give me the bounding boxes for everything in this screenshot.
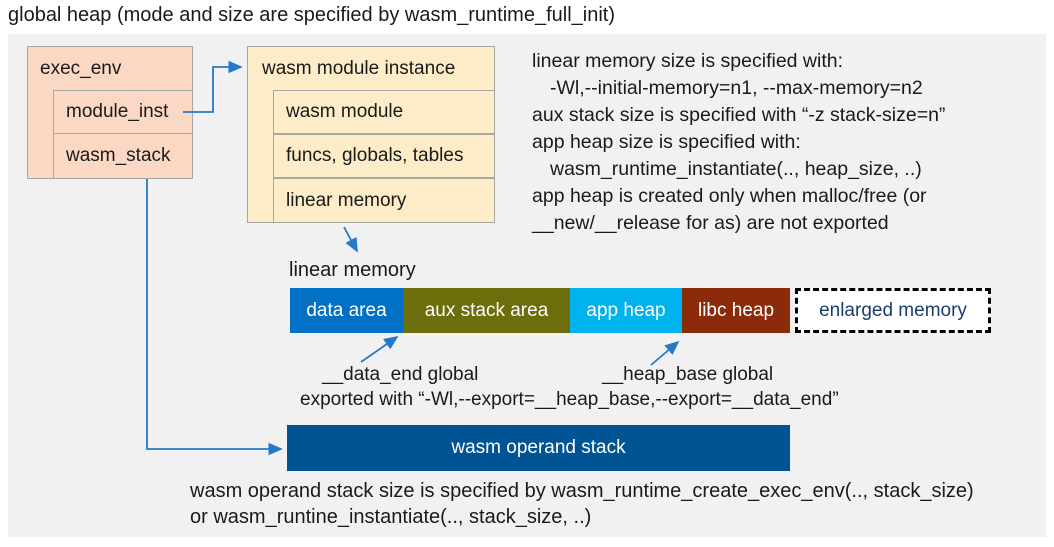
exec-env-title: exec_env <box>40 58 122 79</box>
segment-app-heap: app heap <box>570 288 682 333</box>
note-line: __new/__release for as) are not exported <box>532 212 889 234</box>
note-line: wasm_runtime_instantiate(.., heap_size, … <box>550 158 922 180</box>
note-line: linear memory size is specified with: <box>532 50 844 72</box>
notes-right: linear memory size is specified with: -W… <box>532 48 945 237</box>
segment-aux-stack-area: aux stack area <box>403 288 570 333</box>
segment-libc-heap: libc heap <box>682 288 790 333</box>
module-instance-title: wasm module instance <box>262 58 456 79</box>
exec-env-row-wasm-stack: wasm_stack <box>53 133 193 179</box>
exec-env-row-module-inst: module_inst <box>53 90 193 134</box>
module-instance-row-wasm-module: wasm module <box>273 90 495 134</box>
segment-enlarged-memory: enlarged memory <box>795 288 991 333</box>
note-line: wasm operand stack size is specified by … <box>190 480 974 502</box>
note-line: -Wl,--initial-memory=n1, --max-memory=n2 <box>550 77 923 99</box>
exported-with-label: exported with “-Wl,--export=__heap_base,… <box>300 389 839 410</box>
notes-bottom: wasm operand stack size is specified by … <box>190 478 974 530</box>
segment-data-area: data area <box>290 288 403 333</box>
wasm-operand-stack-bar: wasm operand stack <box>287 425 790 471</box>
module-instance-row-linear-memory: linear memory <box>273 178 495 223</box>
page-title: global heap (mode and size are specified… <box>8 4 615 26</box>
heap-base-global-label: __heap_base global <box>602 364 774 385</box>
note-line: or wasm_runtine_instantiate(.., stack_si… <box>190 506 592 528</box>
note-line: aux stack size is specified with “-z sta… <box>532 104 946 126</box>
linear-memory-label: linear memory <box>289 259 416 281</box>
module-instance-row-funcs-globals-tables: funcs, globals, tables <box>273 134 495 178</box>
note-line: app heap is created only when malloc/fre… <box>532 185 927 207</box>
note-line: app heap size is specified with: <box>532 131 801 153</box>
data-end-global-label: __data_end global <box>322 364 479 385</box>
